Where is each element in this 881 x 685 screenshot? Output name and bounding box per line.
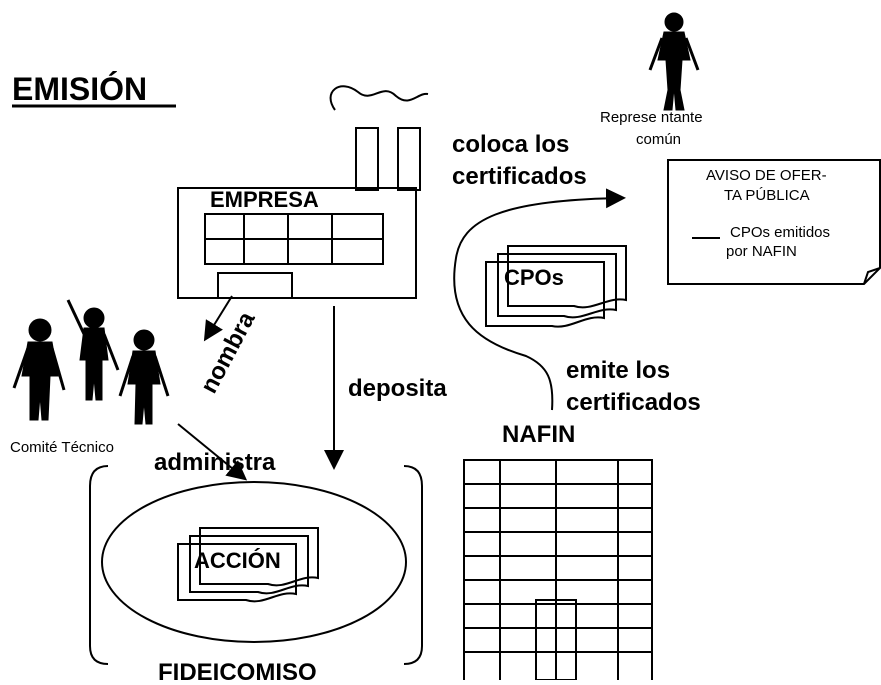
emite-label-1: emite los [566,357,670,384]
aviso-note: AVISO DE OFER- TA PÚBLICA CPOs emitidos … [667,159,881,285]
accion-stack: ACCIÓN [177,527,319,603]
empresa-label: EMPRESA [210,187,319,212]
deposita-label: deposita [348,375,447,402]
aviso-title-2: TA PÚBLICA [724,187,810,204]
comite-label: Comité Técnico [10,439,114,456]
person-comite-center-icon [66,299,120,401]
nafin-label: NAFIN [502,421,575,448]
coloca-label-2: certificados [452,163,587,190]
bracket-left [89,465,109,665]
bracket-right [403,465,423,665]
comite-group-icon [12,299,170,425]
chimney-left [355,127,379,191]
fideicomiso-label: FIDEICOMISO [158,659,317,680]
aviso-note-2: por NAFIN [726,243,797,260]
factory-empresa: EMPRESA [177,85,429,299]
coloca-label-1: coloca los [452,131,569,158]
nombra-arrow [203,295,233,342]
page-title: EMISIÓN [12,71,147,107]
emite-arrow [453,188,626,411]
person-comite-right-icon [118,329,170,425]
administra-arrow [177,423,248,481]
aviso-note-1: CPOs emitidos [730,224,830,241]
smoke-icon [329,85,429,111]
factory-building [177,187,417,299]
aviso-title-1: AVISO DE OFER- [706,167,827,184]
representante-label-1: Represe ntante [600,109,703,126]
nafin-building [463,459,653,685]
chimney-right [397,127,421,191]
cpos-label: CPOs [504,265,564,290]
fideicomiso-ellipse [101,481,407,643]
cpos-stack: CPOs [485,245,627,328]
representante-label-2: común [636,131,681,148]
fideicomiso-container [89,465,423,665]
emite-label-2: certificados [566,389,701,416]
person-comite-left-icon [12,318,66,421]
person-representante-icon [648,12,700,111]
administra-label: administra [154,449,276,476]
nombra-label: nombra [195,307,260,398]
factory-door [217,272,293,299]
accion-label: ACCIÓN [194,548,281,573]
